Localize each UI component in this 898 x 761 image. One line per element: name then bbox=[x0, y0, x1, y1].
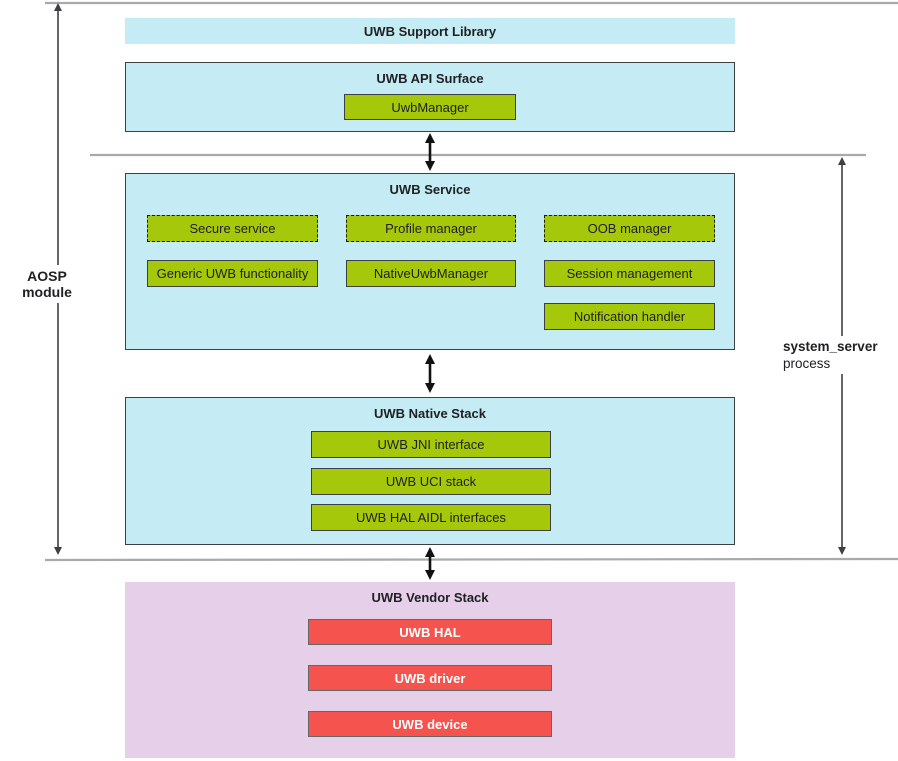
api-service-arrow bbox=[425, 133, 435, 171]
uwb-native-stack-title: UWB Native Stack bbox=[374, 406, 486, 421]
uwb-jni-interface-chip: UWB JNI interface bbox=[311, 431, 551, 458]
uwb-hal-chip: UWB HAL bbox=[308, 619, 552, 645]
system-server-label-line2: process bbox=[783, 356, 831, 371]
notification-handler-chip: Notification handler bbox=[544, 303, 715, 330]
bottom-boundary-line bbox=[44, 557, 898, 562]
uwb-native-stack-box: UWB Native Stack UWB JNI interface UWB U… bbox=[125, 397, 735, 545]
session-management-chip: Session management bbox=[544, 260, 715, 287]
service-native-arrow bbox=[425, 354, 435, 393]
uwb-api-surface-box: UWB API Surface UwbManager bbox=[125, 62, 735, 132]
uwb-device-chip: UWB device bbox=[308, 711, 552, 737]
uwb-driver-chip: UWB driver bbox=[308, 665, 552, 691]
oob-manager-chip: OOB manager bbox=[544, 215, 715, 242]
native-vendor-arrow bbox=[425, 547, 435, 580]
uwb-hal-aidl-interfaces-chip: UWB HAL AIDL interfaces bbox=[311, 504, 551, 531]
system-server-label-line1: system_server bbox=[783, 339, 878, 354]
aosp-module-label: AOSP module bbox=[4, 265, 90, 303]
generic-uwb-functionality-chip: Generic UWB functionality bbox=[147, 260, 318, 287]
uwb-vendor-stack-title: UWB Vendor Stack bbox=[371, 590, 489, 605]
uwb-api-surface-title: UWB API Surface bbox=[376, 71, 484, 86]
profile-manager-chip: Profile manager bbox=[346, 215, 516, 242]
uwb-service-title: UWB Service bbox=[389, 182, 471, 197]
uwbmanager-chip: UwbManager bbox=[344, 94, 516, 120]
uwb-support-library-title: UWB Support Library bbox=[363, 23, 497, 39]
uwb-uci-stack-chip: UWB UCI stack bbox=[311, 468, 551, 495]
system-server-process-label: system_server process bbox=[779, 336, 885, 374]
nativeuwbmanager-chip: NativeUwbManager bbox=[346, 260, 516, 287]
uwb-service-box: UWB Service Secure service Profile manag… bbox=[125, 173, 735, 350]
uwb-vendor-stack-box: UWB Vendor Stack UWB HAL UWB driver UWB … bbox=[125, 582, 735, 758]
secure-service-chip: Secure service bbox=[147, 215, 318, 242]
uwb-support-library-bar: UWB Support Library bbox=[125, 18, 735, 44]
